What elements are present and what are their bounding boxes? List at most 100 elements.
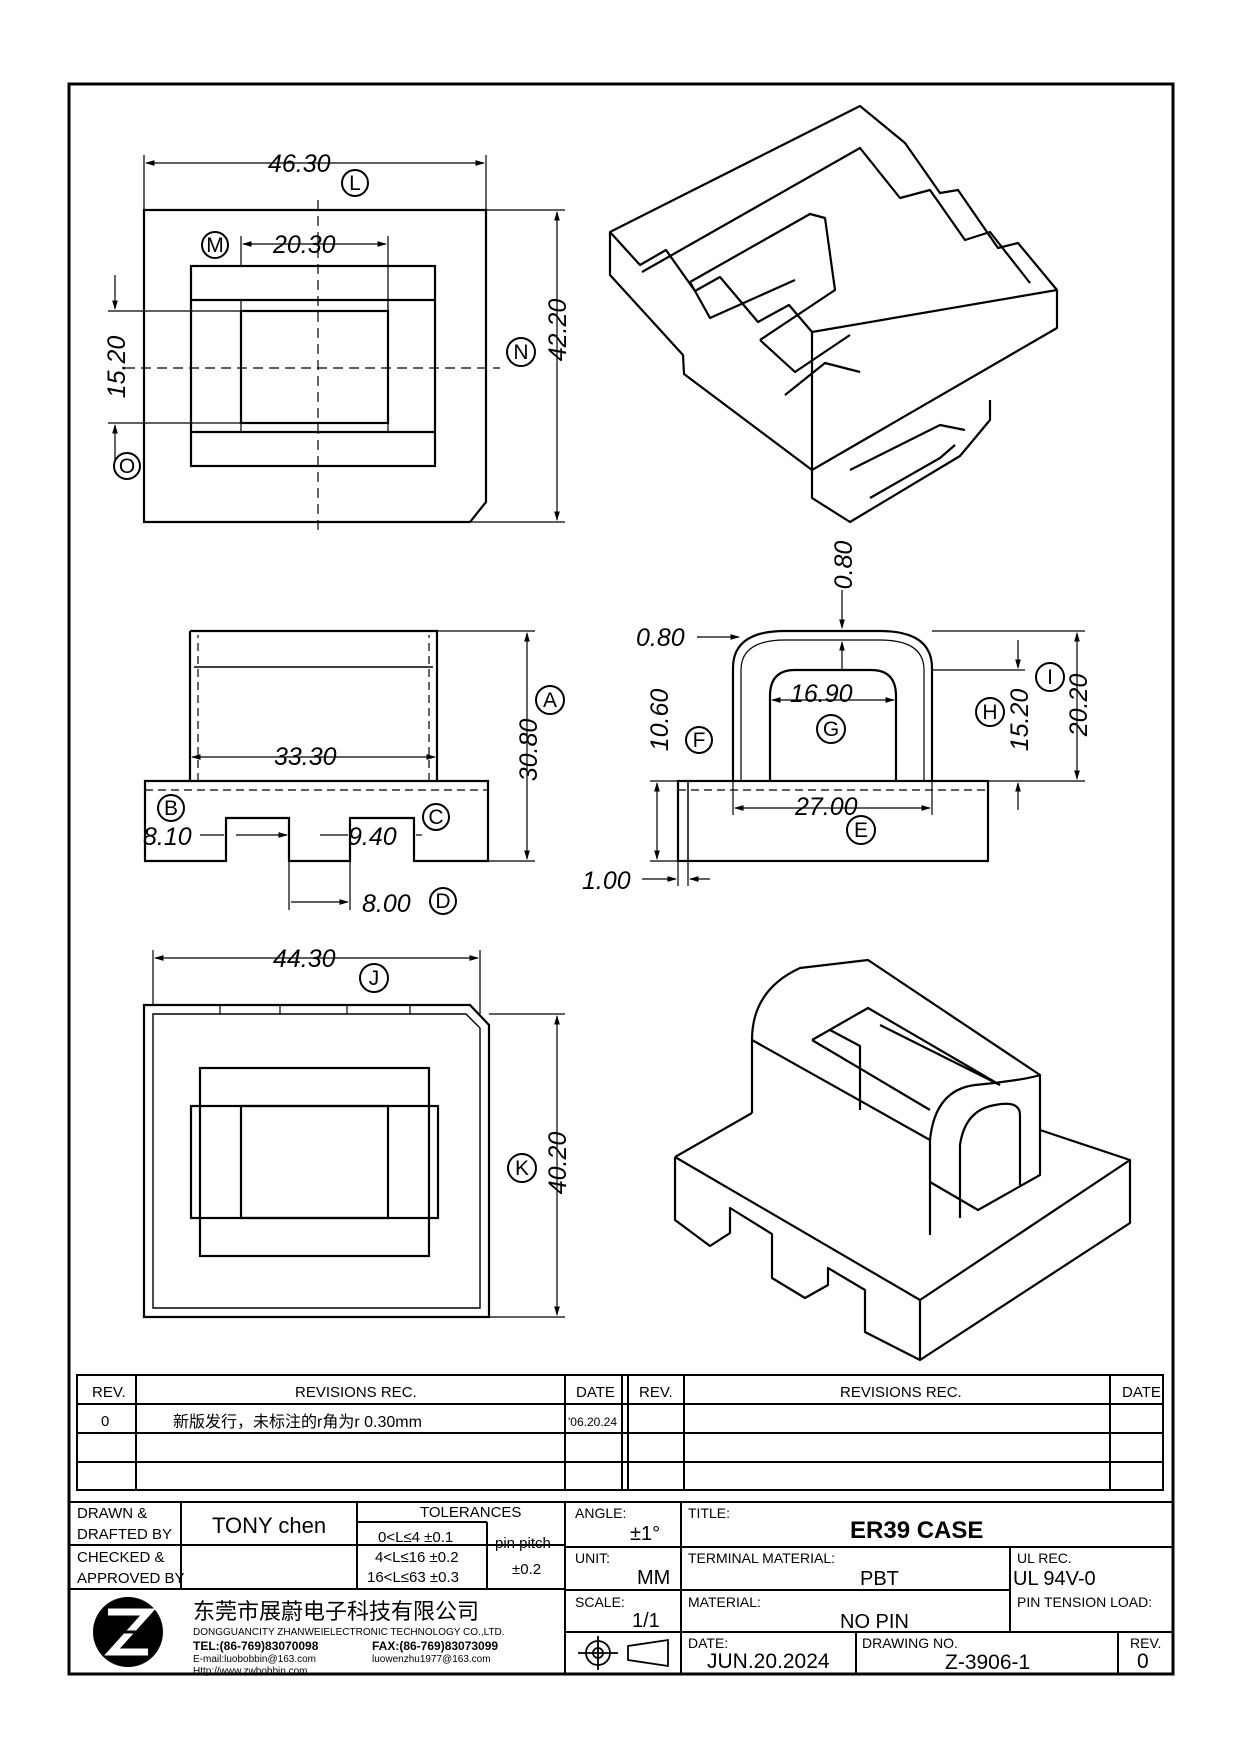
title-label: TITLE: (688, 1505, 730, 1521)
iso-view-top (608, 104, 1059, 524)
balloon-m (201, 231, 229, 259)
drawing-no-value: Z-3906-1 (945, 1651, 1030, 1674)
dim-top-width: 46.30 (268, 150, 331, 178)
unit-label: UNIT: (575, 1550, 610, 1566)
dim-side-inner-width: 33.30 (274, 743, 337, 771)
drawn-label-2: DRAFTED BY (77, 1526, 172, 1543)
bottom-view-dims (152, 950, 565, 1318)
date-label: DATE: (688, 1635, 728, 1651)
ul-value: UL 94V-0 (1013, 1568, 1096, 1590)
balloon-i (1035, 662, 1065, 692)
label-b: B (164, 797, 178, 820)
rev-row-1-rev: 0 (101, 1413, 109, 1430)
rec-header-right: REVISIONS REC. (840, 1384, 962, 1401)
balloon-l (341, 169, 369, 197)
title-value: ER39 CASE (850, 1517, 983, 1544)
bottom-view (142, 1003, 491, 1319)
rev-label: REV. (1130, 1635, 1161, 1651)
label-n: N (513, 341, 528, 364)
label-h: H (982, 701, 997, 724)
label-e: E (854, 819, 868, 842)
rev-value: 0 (1137, 1650, 1149, 1673)
dim-side-slot-width: 8.00 (362, 890, 411, 918)
top-view (125, 200, 500, 530)
label-k: K (515, 1157, 529, 1180)
company-tel: TEL:(86-769)83070098 (193, 1639, 319, 1653)
balloon-h (975, 697, 1005, 727)
dim-front-inner-w: 16.90 (790, 680, 853, 708)
dim-top-height: 42.20 (544, 299, 572, 362)
dim-front-width: 27.00 (794, 793, 858, 821)
pin-pitch-value: ±0.2 (512, 1561, 541, 1578)
dim-side-height: 30.80 (515, 719, 543, 782)
balloon-e (846, 815, 876, 845)
dim-front-h2: 20.20 (1065, 674, 1093, 738)
company-email-2: luowenzhu1977@163.com (372, 1654, 491, 1665)
rev-header-left: REV. (92, 1384, 126, 1401)
balloon-c (422, 803, 450, 831)
scale-value: 1/1 (632, 1610, 660, 1632)
dim-front-wall: 0.80 (636, 624, 685, 652)
balloon-d (429, 887, 457, 915)
balloon-o (113, 452, 141, 480)
label-m: M (206, 234, 224, 257)
ul-label: UL REC. (1017, 1550, 1072, 1566)
dim-top-window: 15.20 (103, 336, 131, 399)
title-block (69, 1501, 1173, 1674)
dim-bottom-width: 44.30 (273, 945, 336, 973)
angle-label: ANGLE: (575, 1505, 626, 1521)
dim-bottom-height: 40.20 (544, 1132, 572, 1195)
unit-value: MM (637, 1567, 670, 1589)
balloon-b (157, 794, 185, 822)
balloon-g (816, 714, 846, 744)
checked-label-2: APPROVED BY (77, 1570, 185, 1587)
terminal-value: PBT (860, 1568, 899, 1590)
rec-header-left: REVISIONS REC. (295, 1384, 417, 1401)
date-value: JUN.20.2024 (707, 1650, 830, 1673)
drawing-frame (67, 82, 1175, 1676)
dim-front-base-h: 10.60 (646, 689, 674, 752)
company-fax: FAX:(86-769)83073099 (372, 1639, 498, 1653)
balloon-j (359, 963, 389, 993)
dim-front-plate: 1.00 (582, 867, 631, 895)
front-view-dims (642, 590, 1085, 886)
tol-row-1: 0<L≤4 ±0.1 (378, 1529, 453, 1546)
revisions-table (76, 1374, 1164, 1491)
front-view (676, 629, 990, 863)
dim-top-inner-width: 20.30 (272, 231, 336, 259)
dim-front-top-gap: 0.80 (830, 541, 858, 590)
balloon-a (535, 685, 565, 715)
rev-row-1-rec: 新版发行，未标注的r角为r 0.30mm (173, 1413, 422, 1431)
company-email-1: E-mail:luobobbin@163.com (193, 1654, 316, 1665)
drawn-by: TONY chen (212, 1513, 326, 1538)
date-header-right: DATE (1122, 1384, 1161, 1401)
company-logo (93, 1597, 163, 1667)
projection-symbol (578, 1636, 669, 1670)
label-c: C (428, 806, 443, 829)
tolerances-label: TOLERANCES (420, 1504, 521, 1521)
label-f: F (693, 729, 706, 752)
date-header-left: DATE (576, 1384, 615, 1401)
dim-front-h1: 15.20 (1006, 689, 1034, 752)
label-d: D (435, 890, 450, 913)
label-g: G (823, 718, 839, 741)
pin-tension-label: PIN TENSION LOAD: (1017, 1594, 1152, 1610)
label-l: L (349, 172, 361, 195)
side-view-dims (191, 630, 535, 910)
material-label: MATERIAL: (688, 1594, 761, 1610)
tol-row-2: 4<L≤16 ±0.2 (375, 1549, 459, 1566)
company-cn: 东莞市展蔚电子科技有限公司 (193, 1599, 479, 1624)
drawn-label-1: DRAWN & (77, 1505, 147, 1522)
rev-row-1-date: '06.20.24 (568, 1415, 617, 1429)
terminal-label: TERMINAL MATERIAL: (688, 1550, 835, 1566)
label-i: I (1047, 666, 1053, 689)
balloon-f (685, 726, 713, 754)
dim-side-slot-mid: 9.40 (348, 823, 397, 851)
label-a: A (543, 689, 557, 712)
iso-view-bottom (673, 958, 1132, 1362)
top-view-dims (108, 155, 565, 523)
tol-row-3: 16<L≤63 ±0.3 (367, 1569, 459, 1586)
angle-value: ±1° (630, 1523, 660, 1545)
checked-label-1: CHECKED & (77, 1549, 165, 1566)
